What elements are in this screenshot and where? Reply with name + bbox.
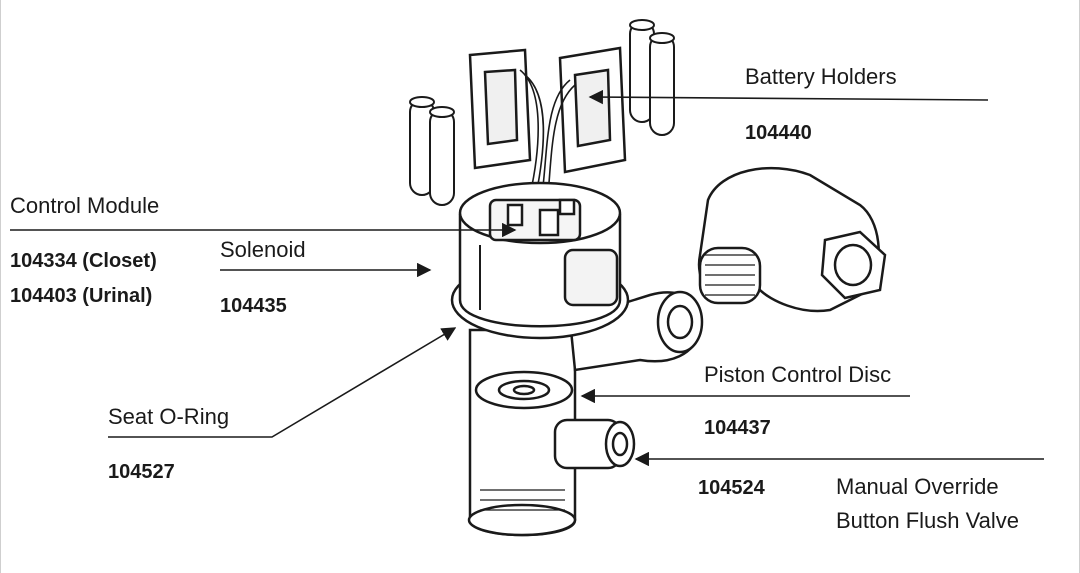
- solenoid-label: Solenoid: [220, 237, 306, 262]
- battery-holders-label: Battery Holders: [745, 64, 897, 89]
- piston-disc-part: 104437: [704, 417, 771, 439]
- battery-holders-part: 104440: [745, 122, 812, 144]
- manual-override-part: 104524: [698, 477, 765, 499]
- wire-bundle: [519, 69, 576, 196]
- control-module-part-urinal: 104403 (Urinal): [10, 285, 153, 307]
- seat-oring-label: Seat O-Ring: [108, 404, 230, 429]
- battery-holder-icon: [468, 48, 532, 170]
- battery-icon: [409, 96, 455, 206]
- flush-valve-icon: [450, 181, 704, 537]
- manual-override-label-line2: Button Flush Valve: [836, 508, 1020, 533]
- seat-oring-part: 104527: [108, 461, 175, 483]
- elbow-fitting-icon: [697, 166, 887, 313]
- solenoid-part: 104435: [220, 295, 287, 317]
- control-module-label: Control Module: [10, 193, 160, 218]
- battery-holders-leader: [588, 89, 989, 105]
- seat-oring-leader: [108, 327, 457, 438]
- battery-icon: [629, 19, 675, 136]
- control-module-part-closet: 104334 (Closet): [10, 250, 157, 272]
- battery-holder-icon: [558, 46, 627, 174]
- leader-lines: [10, 89, 1044, 467]
- manual-override-label-line1: Manual Override: [836, 474, 999, 499]
- piston-disc-label: Piston Control Disc: [704, 362, 892, 387]
